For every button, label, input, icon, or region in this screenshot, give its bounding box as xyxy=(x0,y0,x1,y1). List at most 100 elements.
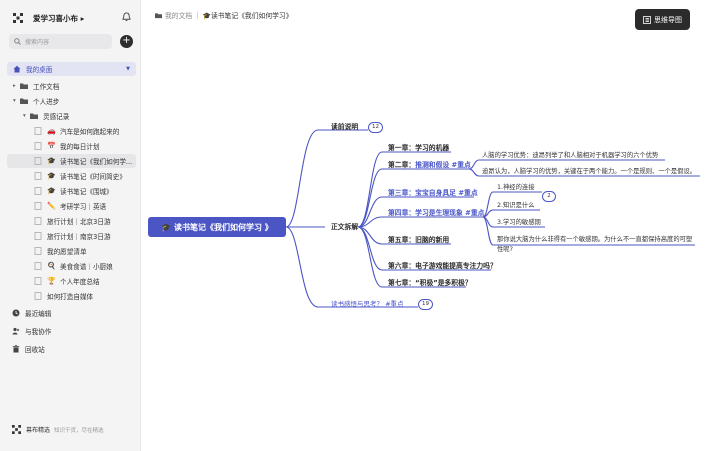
leaf-line: 性呢? xyxy=(497,246,513,253)
sidebar-doc-item[interactable]: 🎓 读书笔记《围城》 xyxy=(0,184,141,198)
mindmap-icon xyxy=(643,15,651,24)
sidebar-item-personal-growth[interactable]: ▾ 个人进步 xyxy=(0,94,141,108)
doc-icon xyxy=(34,277,42,285)
mindmap-connectors xyxy=(285,129,700,308)
workspace-switcher[interactable]: 爱学习喜小布 ▸ xyxy=(13,11,84,25)
doc-icon xyxy=(34,187,42,195)
mindmap-node-chapter-2[interactable]: 第二章：推测和假设 #重点 xyxy=(388,160,471,170)
mindmap-leaf[interactable]: 2.知识是什么 xyxy=(497,202,535,209)
graduation-cap-icon: 🎓 xyxy=(47,172,56,180)
sidebar-item-label: 如何打造自媒体 xyxy=(47,293,94,301)
chevron-right-icon[interactable]: ▸ xyxy=(13,83,16,89)
mindmap-node-reading-notes[interactable]: 读前说明 xyxy=(331,123,359,131)
clock-icon xyxy=(12,309,20,317)
sidebar-item-label: 读书笔记《时间简史》 xyxy=(60,173,126,181)
calendar-icon: 📅 xyxy=(47,142,56,150)
brand-footer[interactable]: 幕布精选 知识干货，尽在精选 xyxy=(12,425,104,434)
add-button[interactable]: + xyxy=(120,35,133,48)
doc-icon xyxy=(34,127,42,135)
sidebar-item-work-docs[interactable]: ▸ 工作文档 xyxy=(0,79,141,93)
mindmap-node-main-text[interactable]: 正文拆解 xyxy=(331,223,359,231)
folder-icon xyxy=(155,12,162,18)
sidebar-doc-item[interactable]: 🏆 个人年度总结 xyxy=(0,274,141,288)
search-input[interactable]: 搜索内容 xyxy=(9,34,112,49)
mindmap-button[interactable]: 思维导图 xyxy=(635,9,690,30)
folder-icon xyxy=(20,98,28,104)
sidebar: 爱学习喜小布 ▸ 搜索内容 + 我的桌面 ▼ ▸ 工作文档 ▾ 个人进步 ▾ 灵… xyxy=(0,0,141,451)
sidebar-item-inspiration[interactable]: ▾ 灵感记录 xyxy=(0,109,141,123)
mindmap-node-chapter-3[interactable]: 第三章：宝宝自身具足 #重点 xyxy=(388,188,478,198)
breadcrumb: 我的文档 | 🎓读书笔记《我们如何学习》 xyxy=(155,10,293,20)
mindmap-node-reflections[interactable]: 读书感悟与思考？ #重点 xyxy=(331,300,404,308)
breadcrumb-current: 🎓读书笔记《我们如何学习》 xyxy=(202,12,293,20)
sidebar-doc-item-active[interactable]: 🎓 读书笔记《我们如何学... xyxy=(7,154,136,168)
graduation-cap-icon: 🎓 xyxy=(47,157,56,165)
sidebar-doc-item[interactable]: ✏️ 考研学习｜英语 xyxy=(0,199,141,213)
mindmap-node-chapter-5[interactable]: 第五章：旧脑的新用 xyxy=(388,236,450,244)
doc-icon xyxy=(34,232,42,240)
sidebar-doc-item[interactable]: 🎓 读书笔记《时间简史》 xyxy=(0,169,141,183)
doc-icon xyxy=(34,142,42,150)
mindmap-leaf[interactable]: 人脑的学习优势：迪昂列举了和人脑相对于机器学习的六个优势 xyxy=(482,152,659,159)
cooking-icon: 🍳 xyxy=(47,262,56,270)
sidebar-item-shared[interactable]: 与我协作 xyxy=(0,324,141,338)
mindmap-node-chapter-4[interactable]: 第四章：学习是生理现象 #重点 xyxy=(388,208,484,218)
sidebar-item-desktop[interactable]: 我的桌面 ▼ xyxy=(7,62,136,76)
doc-icon xyxy=(34,292,42,300)
breadcrumb-separator: | xyxy=(196,11,199,19)
sidebar-item-label: 工作文档 xyxy=(33,83,60,91)
doc-icon xyxy=(34,157,42,165)
sidebar-item-label: 读书笔记《我们如何学... xyxy=(60,158,133,166)
bell-icon[interactable] xyxy=(122,12,131,22)
sidebar-doc-item[interactable]: 📅 我的每日计划 xyxy=(0,139,141,153)
graduation-cap-icon: 🎓 xyxy=(47,187,56,195)
collapsed-count-badge[interactable]: 12 xyxy=(368,122,383,133)
mindmap-node-chapter-6[interactable]: 第六章：电子游戏能提高专注力吗？ xyxy=(388,262,497,270)
doc-icon xyxy=(34,247,42,255)
folder-icon xyxy=(20,83,28,89)
car-icon: 🚗 xyxy=(47,127,56,135)
mindmap-root-node[interactable]: 🎓 读书笔记《我们如何学习 》 xyxy=(148,217,286,237)
mubu-logo-icon xyxy=(12,425,21,434)
mindmap-leaf[interactable]: 那你说大脑为什么非得有一个敏感期。为什么不一直都保持高度的可塑 性呢? xyxy=(497,235,692,255)
sidebar-item-label: 灵感记录 xyxy=(43,113,70,121)
doc-icon xyxy=(34,202,42,210)
sidebar-item-label: 个人年度总结 xyxy=(60,278,100,286)
mindmap-leaf[interactable]: 迪昂认为，人脑学习的优势，关键在于两个能力。一个是规则、一个是假设。 xyxy=(482,168,697,175)
chapter-3-title: 第三章：宝宝自身具足 #重点 xyxy=(388,189,478,197)
sidebar-item-label: 个人进步 xyxy=(33,98,60,106)
mindmap-leaf[interactable]: 3.学习的敏感期 xyxy=(497,219,541,226)
leaf-line: 那你说大脑为什么非得有一个敏感期。为什么不一直都保持高度的可塑 xyxy=(497,236,693,243)
sidebar-doc-item[interactable]: 我的愿望清单 xyxy=(0,244,141,258)
mindmap-node-chapter-1[interactable]: 第一章：学习的机器 xyxy=(388,144,450,152)
brand-subtitle: 知识干货，尽在精选 xyxy=(54,427,104,434)
mindmap-leaf[interactable]: 1.神经的连接 xyxy=(497,184,535,191)
brand-name: 幕布精选 xyxy=(26,427,51,434)
sidebar-doc-item[interactable]: 🍳 美食食谱｜小厨娘 xyxy=(0,259,141,273)
breadcrumb-root[interactable]: 我的文档 xyxy=(165,12,193,20)
chapter-2-prefix: 第二章： xyxy=(388,161,416,169)
sidebar-doc-item[interactable]: 如何打造自媒体 xyxy=(0,289,141,303)
sidebar-item-label: 美食食谱｜小厨娘 xyxy=(60,263,113,271)
mindmap-node-chapter-7[interactable]: 第七章：“积极”是多积极？ xyxy=(388,279,472,287)
collapsed-count-badge[interactable]: 19 xyxy=(418,299,433,310)
sidebar-item-label: 我的每日计划 xyxy=(60,143,100,151)
chevron-down-icon[interactable]: ▾ xyxy=(23,113,26,119)
sidebar-doc-item[interactable]: 旅行计划｜南京3日游 xyxy=(0,229,141,243)
sidebar-item-trash[interactable]: 回收站 xyxy=(0,342,141,356)
sidebar-item-recent[interactable]: 最近编辑 xyxy=(0,306,141,320)
search-placeholder: 搜索内容 xyxy=(25,39,50,46)
trash-icon xyxy=(12,345,20,353)
chevron-down-icon[interactable]: ▼ xyxy=(126,66,130,72)
doc-icon xyxy=(34,217,42,225)
pencil-icon: ✏️ xyxy=(47,202,56,210)
sidebar-item-label: 最近编辑 xyxy=(25,310,52,318)
sidebar-item-label: 旅行计划｜南京3日游 xyxy=(47,233,111,241)
users-icon xyxy=(12,327,20,335)
collapsed-count-badge[interactable]: 2 xyxy=(542,191,556,202)
sidebar-doc-item[interactable]: 旅行计划｜北京3日游 xyxy=(0,214,141,228)
doc-icon xyxy=(34,172,42,180)
search-icon xyxy=(14,38,21,45)
chevron-down-icon[interactable]: ▾ xyxy=(13,98,16,104)
sidebar-doc-item[interactable]: 🚗 汽车是如何跑起来的 xyxy=(0,124,141,138)
